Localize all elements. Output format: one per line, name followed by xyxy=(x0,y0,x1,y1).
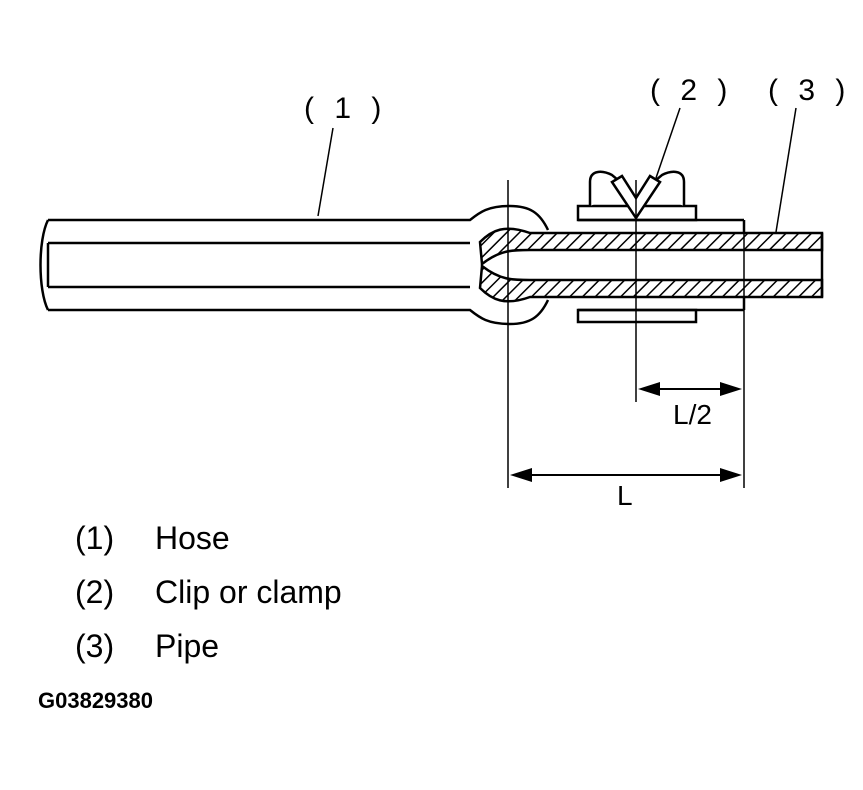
legend-number: (3) xyxy=(75,628,115,664)
legend: (1) Hose (2) Clip or clamp (3) Pipe xyxy=(75,518,342,680)
dimension-length-label: L xyxy=(617,480,633,511)
legend-number: (2) xyxy=(75,574,115,610)
callout-pipe: ( 3 ) xyxy=(768,74,851,107)
legend-item: (1) Hose xyxy=(75,518,342,572)
leader-lines xyxy=(317,107,797,233)
clamp xyxy=(576,170,746,324)
extension-lines xyxy=(507,180,745,488)
dimension-half-length xyxy=(638,382,742,396)
callout-hose: ( 1 ) xyxy=(304,92,387,125)
legend-label: Pipe xyxy=(155,628,220,664)
pipe xyxy=(478,227,824,303)
figure-id: G03829380 xyxy=(38,688,153,713)
dimension-half-length-label: L/2 xyxy=(673,399,712,430)
legend-label: Hose xyxy=(155,520,230,556)
dimension-length xyxy=(510,468,742,482)
legend-item: (2) Clip or clamp xyxy=(75,572,342,626)
legend-label: Clip or clamp xyxy=(155,574,342,610)
legend-item: (3) Pipe xyxy=(75,626,342,680)
callout-clip: ( 2 ) xyxy=(650,74,733,107)
legend-number: (1) xyxy=(75,520,115,556)
hose xyxy=(39,204,550,326)
